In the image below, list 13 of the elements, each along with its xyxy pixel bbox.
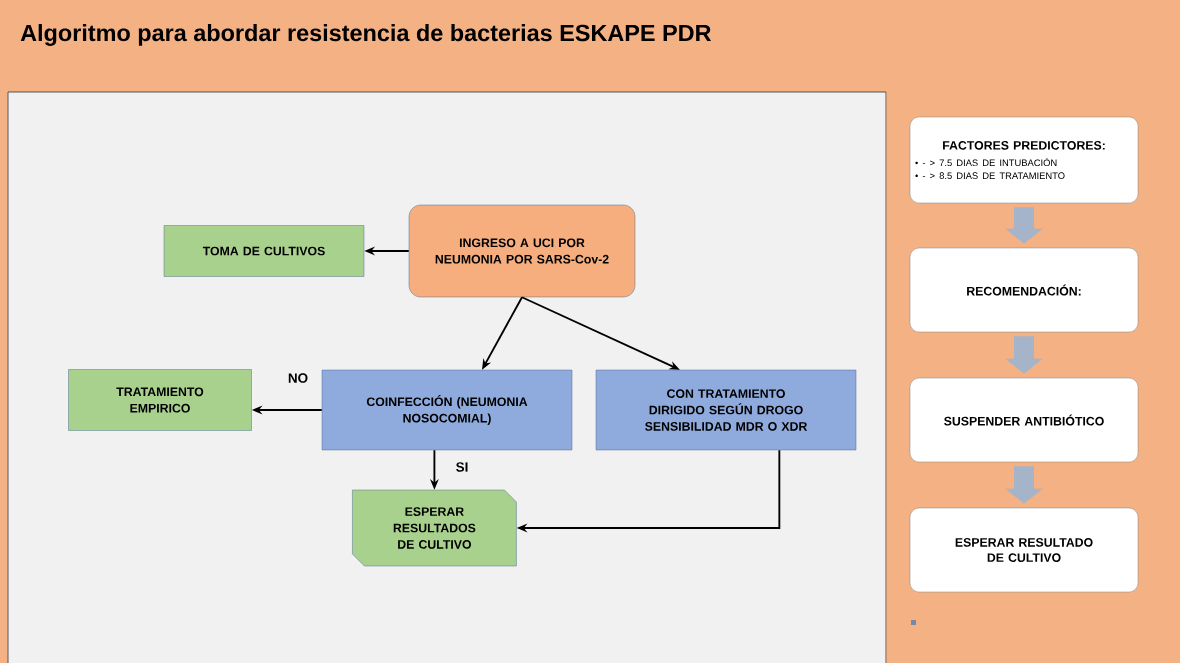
info-box: FACTORES PREDICTORES: • - > 7.5 DIAS DE INTUBACIÓN • - > 8.5 DIAS DE TRATAMIENTO: [909, 116, 1139, 204]
info-box: ESPERAR RESULTADO DE CULTIVO: [909, 507, 1139, 593]
title: Algoritmo para abordar resistencia de bacterias ESKAPE PDR: [20, 24, 712, 46]
info-box: SUSPENDER ANTIBIÓTICO: [909, 377, 1139, 463]
process-box: TOMA DE CULTIVOS: [163, 225, 365, 277]
edge-label: SI: [454, 461, 470, 473]
process-box: COINFECCIÓN (NEUMONIA NOSOCOMIAL): [321, 369, 573, 451]
process-box: TRATAMIENTO EMPIRICO: [68, 369, 252, 431]
process-box: INGRESO A UCI POR NEUMONIA POR SARS-Cov-2: [408, 204, 636, 298]
info-box: RECOMENDACIÓN:: [909, 247, 1139, 333]
process-box: CON TRATAMIENTO DIRIGIDO SEGÚN DROGO SENSIBILIDAD MDR O XDR: [595, 369, 857, 451]
process-box: ESPERAR RESULTADOS DE CULTIVO: [352, 489, 517, 567]
edge-label: NO: [286, 372, 310, 384]
